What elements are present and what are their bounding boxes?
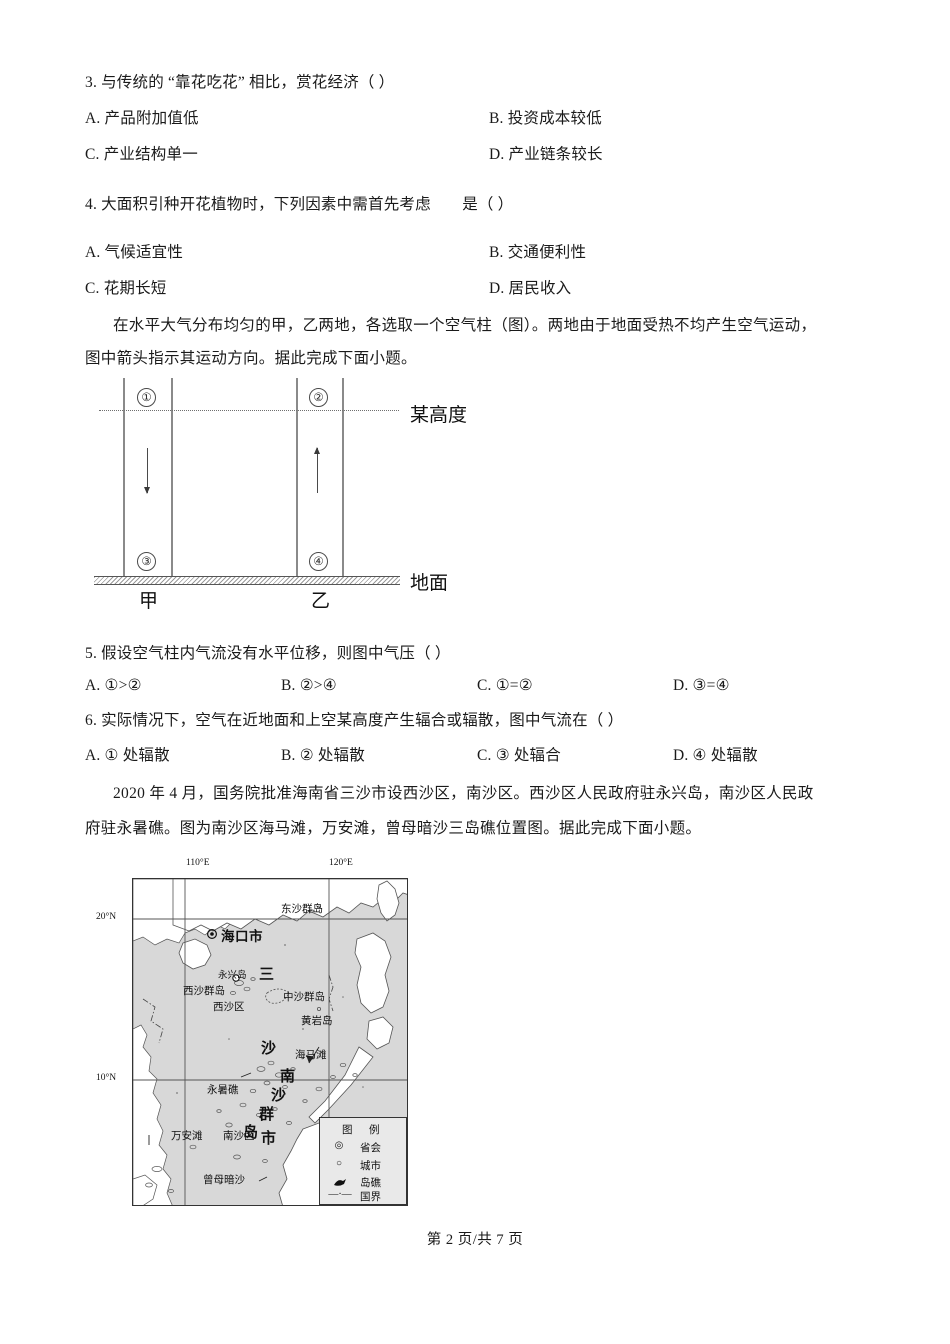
question-3-option-b[interactable]: B. 投资成本较低 bbox=[489, 110, 602, 127]
question-4-option-d[interactable]: D. 居民收入 bbox=[489, 280, 572, 297]
latitude-label-10n: 10°N bbox=[96, 1073, 117, 1083]
map-legend: 图 例 ◎ 省会 ○ 城市 岛礁 —·— 国界 bbox=[319, 1117, 407, 1205]
map-label-xisha-qundao: 西沙群岛 bbox=[183, 986, 225, 997]
legend-capital-icon: ◎ bbox=[334, 1140, 344, 1151]
map-label-nansha-char-1: 南 bbox=[280, 1069, 296, 1085]
legend-capital-label: 省会 bbox=[360, 1143, 381, 1154]
map-label-nansha-char-5: 市 bbox=[261, 1131, 277, 1147]
map-label-xisha-qu: 西沙区 bbox=[213, 1002, 245, 1013]
certain-height-label: 某高度 bbox=[410, 405, 468, 426]
question-6-option-b[interactable]: B. ② 处辐散 bbox=[281, 747, 365, 764]
map-label-sansha-char-1: 三 bbox=[259, 967, 275, 983]
certain-height-dotted-line bbox=[99, 410, 399, 411]
page-footer: 第 2 页/共 7 页 bbox=[426, 1232, 524, 1248]
passage-sansha-line-2: 府驻永暑礁。图为南沙区海马滩，万安滩，曾母暗沙三岛礁位置图。据此完成下面小题。 bbox=[85, 820, 702, 837]
legend-city-label: 城市 bbox=[360, 1161, 381, 1172]
question-5-option-b[interactable]: B. ②>④ bbox=[281, 677, 337, 694]
column-yi-left-edge bbox=[296, 378, 298, 578]
question-5-option-a[interactable]: A. ①>② bbox=[85, 677, 142, 694]
question-3-stem: 3. 与传统的 “靠花吃花” 相比，赏花经济（ ） bbox=[85, 74, 395, 91]
question-4-option-a[interactable]: A. 气候适宜性 bbox=[85, 244, 184, 261]
south-china-sea-map: 东沙群岛 海口市 永兴岛 西沙群岛 西沙区 中沙群岛 黄岩岛 海马滩 永暑礁 万… bbox=[132, 878, 408, 1206]
longitude-label-110e: 110°E bbox=[186, 858, 210, 868]
marker-2: ② bbox=[309, 388, 328, 407]
question-5-stem: 5. 假设空气柱内气流没有水平位移，则图中气压（ ） bbox=[85, 645, 451, 662]
map-label-dongsha-qundao: 东沙群岛 bbox=[281, 904, 323, 915]
passage-air-column-line-1: 在水平大气分布均匀的甲，乙两地，各选取一个空气柱（图）。两地由于地面受热不均产生… bbox=[113, 317, 817, 334]
legend-title: 图 例 bbox=[342, 1125, 383, 1136]
legend-island-reef-icon bbox=[334, 1179, 346, 1186]
column-yi-right-edge bbox=[342, 378, 344, 578]
ground-surface-bar bbox=[94, 576, 400, 585]
downward-arrow-jia bbox=[143, 448, 150, 494]
map-label-zengmu-ansha: 曾母暗沙 bbox=[203, 1175, 245, 1186]
question-4-option-b[interactable]: B. 交通便利性 bbox=[489, 244, 587, 261]
map-label-yongshu-jiao: 永暑礁 bbox=[207, 1085, 239, 1096]
map-label-nansha-char-3: 群 bbox=[259, 1107, 275, 1123]
map-label-nansha-char-2: 沙 bbox=[271, 1088, 287, 1104]
column-jia-left-edge bbox=[123, 378, 125, 578]
question-3-option-c[interactable]: C. 产业结构单一 bbox=[85, 146, 198, 163]
legend-island-reef-label: 岛礁 bbox=[360, 1178, 381, 1189]
question-5-option-c[interactable]: C. ①=② bbox=[477, 677, 533, 694]
passage-air-column-line-2: 图中箭头指示其运动方向。据此完成下面小题。 bbox=[85, 350, 417, 367]
map-label-nansha-qu: 南沙区 bbox=[223, 1131, 255, 1142]
upward-arrow-yi bbox=[313, 447, 320, 493]
map-label-sansha-char-2: 沙 bbox=[261, 1041, 277, 1057]
question-6-option-a[interactable]: A. ① 处辐散 bbox=[85, 747, 170, 764]
latitude-label-20n: 20°N bbox=[96, 912, 117, 922]
question-6-option-d[interactable]: D. ④ 处辐散 bbox=[673, 747, 758, 764]
map-label-huangyan-dao: 黄岩岛 bbox=[301, 1016, 333, 1027]
column-jia-right-edge bbox=[171, 378, 173, 578]
question-3-option-d[interactable]: D. 产业链条较长 bbox=[489, 146, 603, 163]
longitude-label-120e: 120°E bbox=[329, 858, 353, 868]
map-label-nansha-char-4: 岛 bbox=[243, 1125, 259, 1141]
marker-3: ③ bbox=[137, 552, 156, 571]
map-label-yongxing-dao: 永兴岛 bbox=[218, 971, 247, 981]
legend-border-label: 国界 bbox=[360, 1192, 381, 1203]
air-column-diagram: 某高度 ① ② ③ ④ 地面 甲 乙 bbox=[85, 378, 505, 613]
column-label-yi: 乙 bbox=[311, 591, 331, 612]
map-label-haima-tan: 海马滩 bbox=[295, 1050, 327, 1061]
legend-city-icon: ○ bbox=[335, 1158, 343, 1169]
question-4-option-c[interactable]: C. 花期长短 bbox=[85, 280, 167, 297]
question-3-option-a[interactable]: A. 产品附加值低 bbox=[85, 110, 199, 127]
question-5-option-d[interactable]: D. ③=④ bbox=[673, 677, 730, 694]
map-label-wanan-tan: 万安滩 bbox=[171, 1131, 203, 1142]
question-4-stem: 4. 大面积引种开花植物时，下列因素中需首先考虑 是（ ） bbox=[85, 196, 514, 213]
map-label-zhongsha-qundao: 中沙群岛 bbox=[283, 992, 325, 1003]
question-6-option-c[interactable]: C. ③ 处辐合 bbox=[477, 747, 561, 764]
map-label-haikou-shi: 海口市 bbox=[221, 929, 263, 944]
question-6-stem: 6. 实际情况下，空气在近地面和上空某高度产生辐合或辐散，图中气流在（ ） bbox=[85, 712, 624, 729]
ground-label: 地面 bbox=[410, 573, 449, 594]
passage-sansha-line-1: 2020 年 4 月，国务院批准海南省三沙市设西沙区，南沙区。西沙区人民政府驻永… bbox=[113, 785, 814, 802]
marker-1: ① bbox=[137, 388, 156, 407]
legend-border-icon: —·— bbox=[328, 1189, 352, 1200]
marker-4: ④ bbox=[309, 552, 328, 571]
column-label-jia: 甲 bbox=[139, 591, 159, 612]
